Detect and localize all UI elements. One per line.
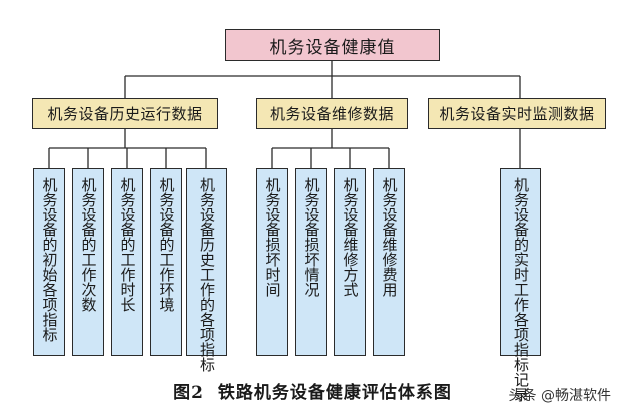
leaf-node: 机务设备维修方式	[334, 168, 366, 356]
leaf-node: 机务设备的工作环境	[150, 168, 182, 356]
leaf-node: 机务设备损坏时间	[256, 168, 288, 356]
leaf-node: 机务设备的实时工作各项指标记录	[500, 168, 541, 402]
leaf-node: 机务设备损坏情况	[295, 168, 327, 356]
figure-number: 图2	[173, 383, 204, 403]
leaf-node: 机务设备的工作次数	[72, 168, 104, 356]
leaf-label: 机务设备维修费用	[380, 177, 399, 297]
group-maintenance-node: 机务设备维修数据	[256, 98, 408, 129]
leaf-label: 机务设备的工作时长	[118, 177, 137, 312]
figure-title: 铁路机务设备健康评估体系图	[217, 383, 452, 403]
group-label: 机务设备维修数据	[269, 105, 394, 123]
watermark: 头条 @畅湛软件	[508, 388, 611, 404]
root-label: 机务设备健康值	[269, 37, 396, 58]
figure-caption: 图2 铁路机务设备健康评估体系图	[0, 378, 625, 403]
group-history-node: 机务设备历史运行数据	[32, 98, 218, 129]
leaf-label: 机务设备的工作次数	[79, 177, 98, 312]
leaf-label: 机务设备的初始各项指标	[40, 177, 59, 342]
leaf-label: 机务设备的实时工作各项指标记录	[512, 177, 530, 402]
group-label: 机务设备实时监测数据	[439, 105, 595, 123]
leaf-node: 机务设备的初始各项指标	[33, 168, 65, 356]
leaf-node: 机务设备历史工作的各项指标	[186, 168, 227, 372]
group-realtime-node: 机务设备实时监测数据	[428, 98, 606, 129]
group-label: 机务设备历史运行数据	[47, 105, 203, 123]
root-node: 机务设备健康值	[225, 29, 440, 61]
leaf-node: 机务设备维修费用	[373, 168, 405, 356]
leaf-label: 机务设备损坏时间	[263, 177, 282, 297]
leaf-label: 机务设备历史工作的各项指标	[198, 177, 216, 372]
leaf-label: 机务设备损坏情况	[302, 177, 321, 297]
leaf-label: 机务设备的工作环境	[157, 177, 176, 312]
leaf-node: 机务设备的工作时长	[111, 168, 143, 356]
leaf-label: 机务设备维修方式	[341, 177, 360, 297]
